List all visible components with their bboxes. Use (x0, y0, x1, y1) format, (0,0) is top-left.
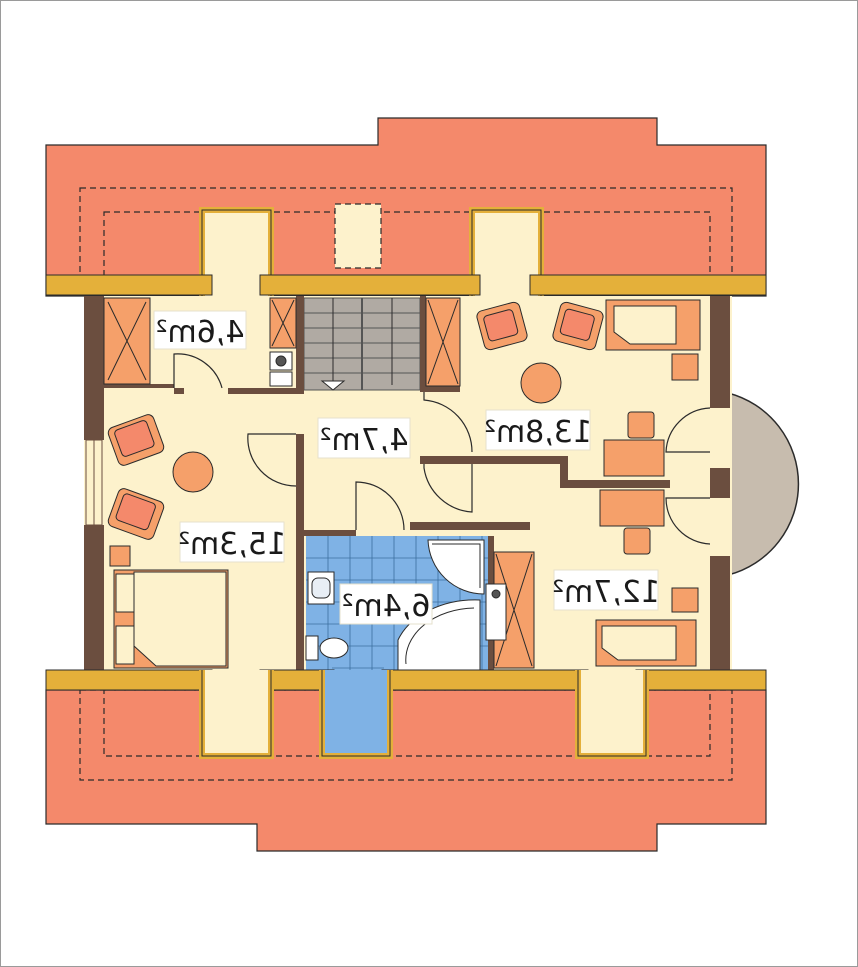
room-label-utility: 4,6m² (153, 310, 247, 350)
toilet (319, 637, 349, 659)
appliance (485, 583, 507, 641)
room-area-bedroom-kid: 12,7m² (552, 575, 660, 610)
chair (627, 411, 655, 439)
bathroom-fixtures (305, 539, 485, 671)
room-label-bathroom: 6,4m² (339, 583, 433, 625)
room-area-office: 13,8m² (484, 415, 592, 450)
corner-shower (427, 539, 485, 595)
armchair (552, 301, 604, 351)
roof-top (45, 117, 767, 297)
round-table (172, 451, 214, 493)
sofa-bed (605, 299, 701, 381)
round-table (520, 362, 562, 404)
double-bed (109, 545, 229, 669)
armchair (107, 488, 165, 540)
desk (599, 489, 665, 527)
armchair (107, 414, 165, 466)
skylight-top (334, 203, 382, 269)
roof-bottom (45, 669, 767, 852)
doors (173, 353, 711, 545)
balcony (727, 392, 800, 576)
single-bed (595, 587, 699, 667)
furniture (107, 299, 701, 669)
room-label-hall: 4,7m² (317, 417, 411, 459)
chair (623, 527, 651, 555)
room-label-office: 13,8m² (484, 409, 592, 451)
room-area-utility: 4,6m² (156, 315, 245, 350)
room-label-bedroom-kid: 12,7m² (552, 569, 660, 611)
staircase (303, 297, 421, 391)
armchair (476, 301, 528, 351)
room-area-bedroom-main: 15,3m² (178, 527, 286, 562)
room-area-hall: 4,7m² (320, 423, 409, 458)
desk (603, 439, 665, 477)
wardrobes (103, 297, 535, 669)
room-area-bathroom: 6,4m² (342, 589, 431, 624)
room-label-bedroom-main: 15,3m² (178, 521, 286, 563)
